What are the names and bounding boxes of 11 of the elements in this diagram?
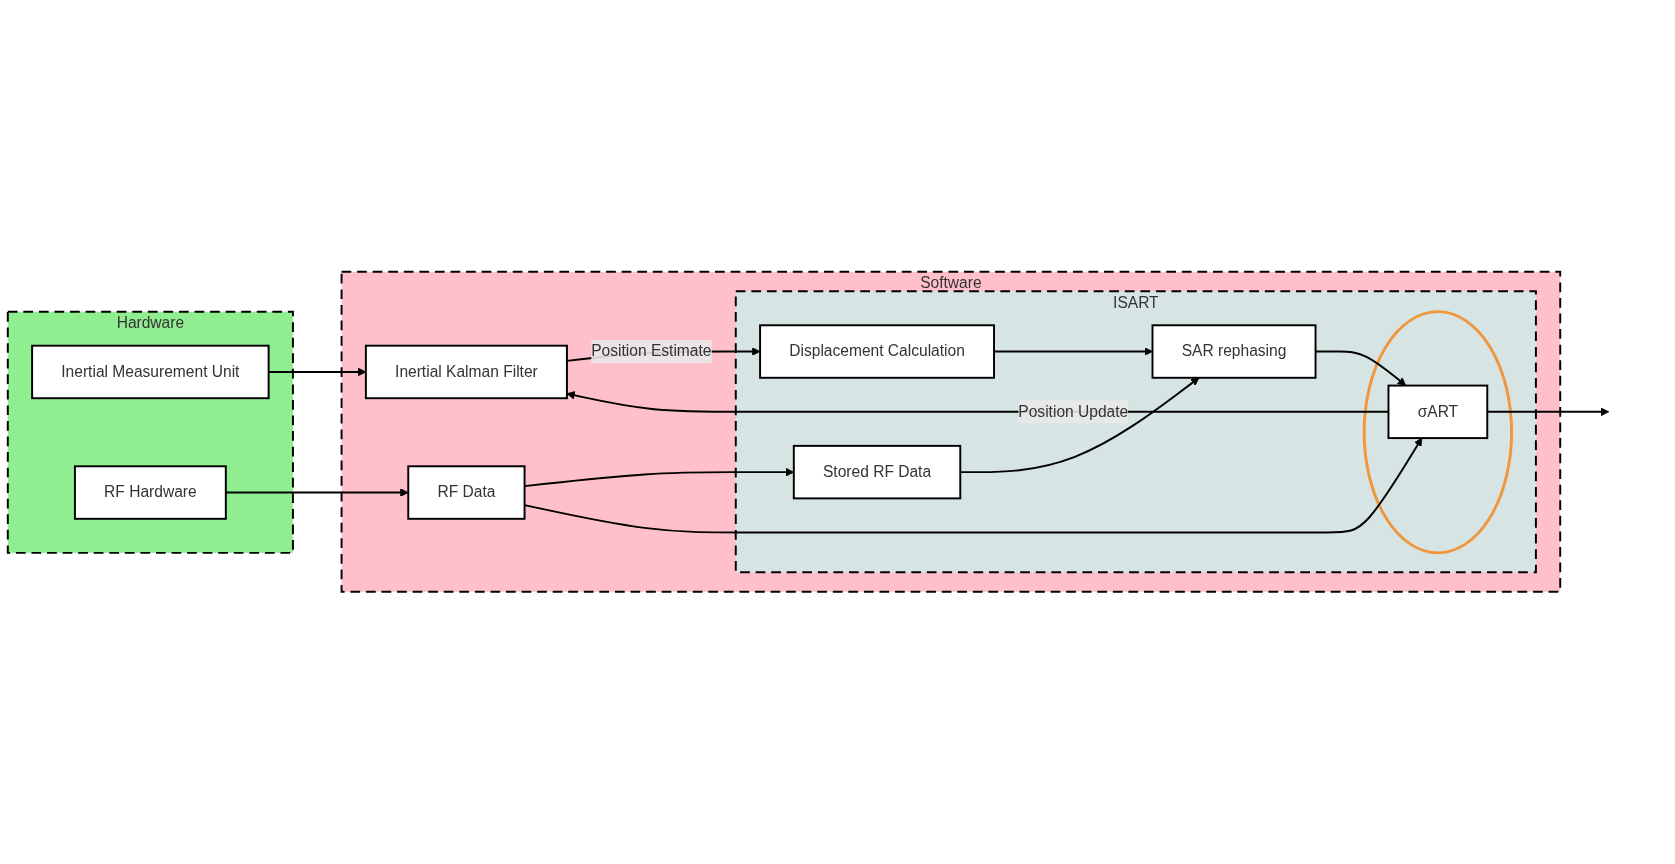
node-box: Displacement Calculation	[759, 324, 995, 379]
edge-label: Position Estimate	[591, 343, 712, 360]
node-box: RF Hardware	[73, 465, 227, 520]
node-box: Inertial Kalman Filter	[364, 344, 568, 400]
node-box: RF Data	[407, 465, 526, 520]
node-box: Stored RF Data	[792, 445, 962, 500]
edge-label: Position Update	[1018, 403, 1129, 420]
node-box: Inertial Measurement Unit	[31, 344, 270, 400]
cluster	[1362, 310, 1514, 555]
node-box: σART	[1387, 384, 1489, 440]
node-box: SAR rephasing	[1151, 324, 1317, 379]
